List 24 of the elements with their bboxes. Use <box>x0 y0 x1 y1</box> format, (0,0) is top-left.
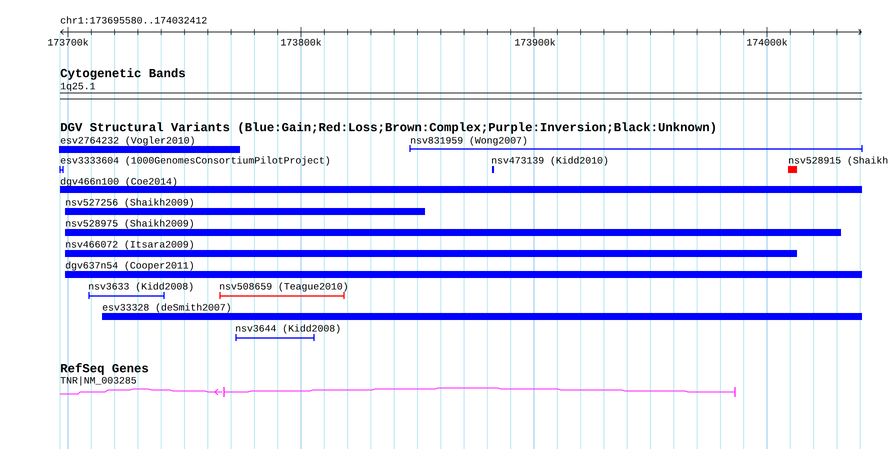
track-heading: DGV Structural Variants (Blue:Gain;Red:Loss;Brown:Complex;Purple:Inversion;Black:Unknown) <box>61 122 715 134</box>
track-label: nsv528915 (Shaikh <box>789 156 888 166</box>
track-label: esv2764232 (Vogler2010) <box>60 136 194 146</box>
track-label: 1q25.1 <box>60 82 96 92</box>
tick-label: 173700k <box>48 38 88 46</box>
tick-label: 173900k <box>515 38 556 46</box>
track-label: esv33328 (deSmith2007) <box>102 303 230 313</box>
track-label: nsv466072 (Itsara2009) <box>66 240 193 250</box>
track-label: esv3333604 (1000GenomesConsortiumPilotProject) <box>60 156 330 166</box>
track-label: nsv527256 (Shaikh2009) <box>66 198 193 208</box>
tick-label: 173800k <box>281 38 322 46</box>
track-label: dgv637n54 (Cooper2011) <box>66 261 193 271</box>
track-label: nsv473139 (Kidd2010) <box>492 156 608 166</box>
track-label: nsv3633 (Kidd2008) <box>89 282 192 292</box>
tick-label: 174000k <box>747 38 788 46</box>
track-label: dgv466n100 (Coe2014) <box>60 177 176 187</box>
track-label: chr1:173695580..174032412 <box>60 16 207 24</box>
track-heading: RefSeq Genes <box>61 363 148 375</box>
track-label: nsv528975 (Shaikh2009) <box>66 219 193 229</box>
track-label: nsv831959 (Wong2007) <box>411 136 526 146</box>
track-label: TNR|NM_003285 <box>60 376 136 386</box>
track-label: nsv508659 (Teague2010) <box>220 282 347 292</box>
track-heading: Cytogenetic Bands <box>60 68 185 80</box>
track-label: nsv3644 (Kidd2008) <box>236 324 340 334</box>
